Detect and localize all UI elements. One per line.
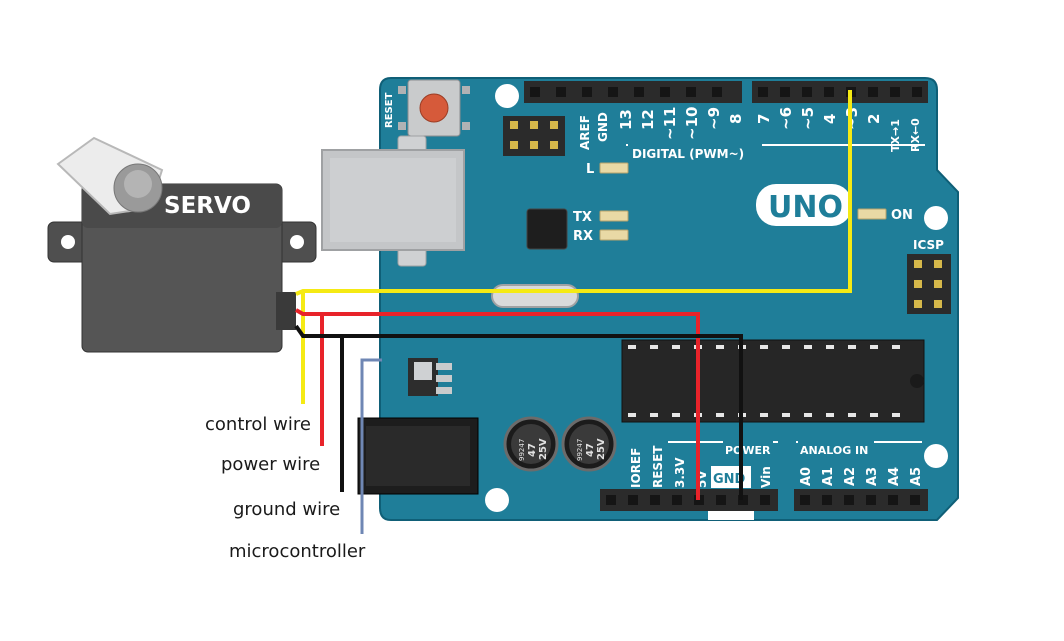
reset-button[interactable]	[398, 79, 470, 137]
servo-cable-exit	[276, 292, 296, 330]
control-wire	[295, 90, 852, 296]
mounting-hole	[495, 84, 519, 108]
pin-label: RESET	[651, 445, 665, 488]
reset-label: RESET	[384, 92, 395, 128]
rx-label: RX	[573, 229, 593, 244]
servo-horn-cap	[124, 170, 152, 198]
flange-hole	[290, 235, 304, 249]
pin-label: 8	[727, 114, 745, 124]
pin-label: ~10	[683, 107, 701, 140]
flange-hole	[61, 235, 75, 249]
pin-label: A5	[909, 467, 924, 486]
microcontroller-label: microcontroller	[229, 541, 366, 562]
analog-pin-labels: A0 A1 A2 A3 A4 A5	[799, 467, 924, 486]
pin-label: 13	[617, 109, 635, 130]
pin-label: 3.3V	[673, 457, 687, 488]
pin-label: AREF	[578, 115, 592, 150]
microcontroller-pointer	[360, 358, 382, 534]
digital-label: DIGITAL (PWM~)	[632, 147, 744, 161]
capacitor-text: 47	[527, 443, 538, 457]
capacitor-text: 25V	[538, 438, 549, 460]
pin-label: 2	[865, 114, 883, 124]
arduino-uno-board: RESET	[379, 77, 959, 521]
uno-badge	[756, 184, 852, 226]
icsp-label: ICSP	[913, 238, 944, 252]
power-label-bg	[723, 441, 773, 457]
pin-label: A3	[865, 467, 880, 486]
tx-label: TX	[573, 210, 592, 225]
pin-label: A2	[843, 467, 858, 486]
capacitor-text: 47	[585, 443, 596, 457]
capacitor-text: 99247	[518, 439, 526, 461]
icsp-header	[907, 254, 951, 314]
pin-label: 12	[639, 109, 657, 130]
digital-label-bg	[628, 144, 762, 162]
analog-header	[794, 489, 928, 511]
pin-label: ~9	[705, 107, 723, 130]
l-led-label: L	[586, 162, 594, 177]
pin-label: ~6	[777, 107, 795, 130]
pin-label: 7	[755, 114, 773, 124]
power-wire	[295, 308, 700, 500]
pin-label: RX←0	[909, 118, 922, 152]
pin-label: GND	[596, 112, 610, 142]
usb-controller-chip	[526, 208, 568, 250]
wires	[294, 90, 852, 534]
pin-label: ~5	[799, 107, 817, 130]
power-label: POWER	[725, 444, 771, 457]
capacitor: 99247 47 25V	[561, 416, 617, 472]
pin-label: 4	[821, 114, 839, 124]
capacitor: 99247 47 25V	[503, 416, 559, 472]
usb-connector	[321, 135, 465, 267]
tx-led	[599, 210, 629, 222]
digital-header-right	[752, 81, 928, 103]
capacitor-text: 25V	[596, 438, 607, 460]
ground-wire-label: ground wire	[233, 499, 340, 520]
pin-label: GND	[713, 472, 746, 487]
mounting-hole	[924, 206, 948, 230]
analog-label-bg	[798, 441, 874, 457]
mounting-hole	[924, 444, 948, 468]
analog-label: ANALOG IN	[800, 444, 868, 457]
digital-pin-labels-left: AREF GND 13 12 ~11 ~10 ~9 8	[578, 107, 745, 150]
pin-label: A4	[887, 467, 902, 486]
l-led	[599, 162, 629, 174]
pin-label: Vin	[759, 466, 773, 488]
on-led	[857, 208, 887, 220]
power-wire-label: power wire	[221, 454, 320, 475]
on-label: ON	[891, 208, 913, 223]
dc-barrel-jack	[357, 417, 479, 495]
uno-label: UNO	[768, 190, 843, 225]
pin-label: IOREF	[629, 448, 643, 488]
capacitor-text: 99247	[576, 439, 584, 461]
control-wire-label: control wire	[205, 414, 311, 435]
servo-motor: SERVO	[47, 136, 317, 353]
ground-wire	[294, 324, 743, 500]
servo-label: SERVO	[164, 193, 251, 219]
crystal-oscillator	[491, 284, 579, 308]
digital-header-left	[524, 81, 742, 103]
rx-led	[599, 229, 629, 241]
pin-label: A1	[821, 467, 836, 486]
mounting-hole	[485, 488, 509, 512]
pin-label: ~11	[661, 107, 679, 140]
icsp2-header	[503, 116, 565, 156]
pin-label: A0	[799, 467, 814, 486]
voltage-regulator	[408, 358, 452, 396]
pin-label: TX→1	[889, 119, 902, 152]
atmega-chip	[621, 339, 925, 423]
